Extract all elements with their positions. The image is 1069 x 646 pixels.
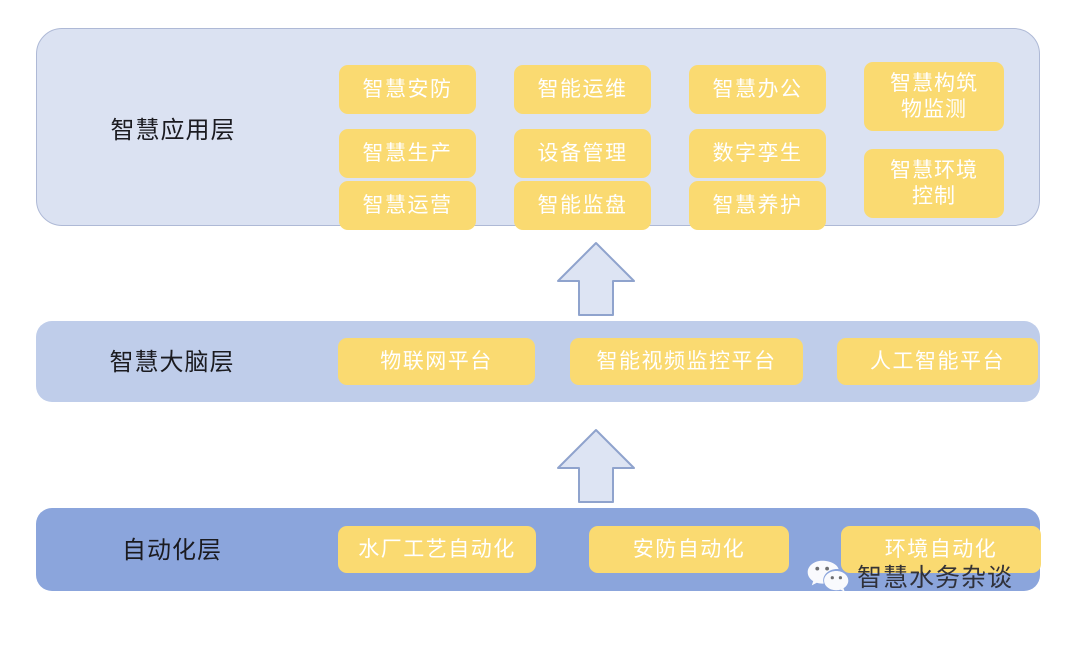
- arrow-automation-to-brain-icon: [555, 427, 637, 505]
- automation-item-anfang-zidonghua[interactable]: 安防自动化: [589, 526, 789, 573]
- wechat-icon: [806, 559, 850, 593]
- app-item-zhihui-bangong[interactable]: 智慧办公: [689, 65, 826, 114]
- watermark: 智慧水务杂谈: [806, 558, 1013, 594]
- layer-band-automation: 自动化层 水厂工艺自动化 安防自动化 环境自动化: [36, 508, 1041, 591]
- app-item-zhineng-yunwei[interactable]: 智能运维: [514, 65, 651, 114]
- automation-item-shuichang-gongyi-zidonghua[interactable]: 水厂工艺自动化: [338, 526, 536, 573]
- app-item-zhihui-yanghu[interactable]: 智慧养护: [689, 181, 826, 230]
- app-item-shuzi-luansheng[interactable]: 数字孪生: [689, 129, 826, 178]
- app-item-shebei-guanli[interactable]: 设备管理: [514, 129, 651, 178]
- arrow-brain-to-application-icon: [555, 240, 637, 318]
- layer-label-automation: 自动化层: [122, 537, 222, 564]
- brain-item-rengong-zhineng-pingtai[interactable]: 人工智能平台: [837, 338, 1038, 385]
- brain-item-zhineng-shipin-jiankong-pingtai[interactable]: 智能视频监控平台: [570, 338, 803, 385]
- automation-item-huanjing-zidonghua[interactable]: 环境自动化: [841, 526, 1041, 573]
- layer-label-brain: 智慧大脑层: [109, 349, 235, 376]
- layer-label-application: 智慧应用层: [110, 117, 236, 144]
- app-item-zhineng-jianpan[interactable]: 智能监盘: [514, 181, 651, 230]
- app-item-zhihui-yunying[interactable]: 智慧运营: [339, 181, 476, 230]
- app-item-zhihui-shengchan[interactable]: 智慧生产: [339, 129, 476, 178]
- layer-band-brain: 智慧大脑层 物联网平台 智能视频监控平台 人工智能平台: [36, 321, 1040, 402]
- layer-band-application: 智慧应用层 智慧安防 智慧生产 智慧运营 智能运维 设备管理 智能监盘 智慧办公…: [36, 28, 1040, 230]
- app-item-zhihui-gouzhuwu-jiance[interactable]: 智慧构筑 物监测: [864, 62, 1004, 131]
- brain-item-wulianwang-pingtai[interactable]: 物联网平台: [338, 338, 535, 385]
- watermark-text: 智慧水务杂谈: [857, 565, 1014, 592]
- app-item-zhihui-huanjing-kongzhi[interactable]: 智慧环境 控制: [864, 149, 1004, 218]
- app-item-zhihui-anfang[interactable]: 智慧安防: [339, 65, 476, 114]
